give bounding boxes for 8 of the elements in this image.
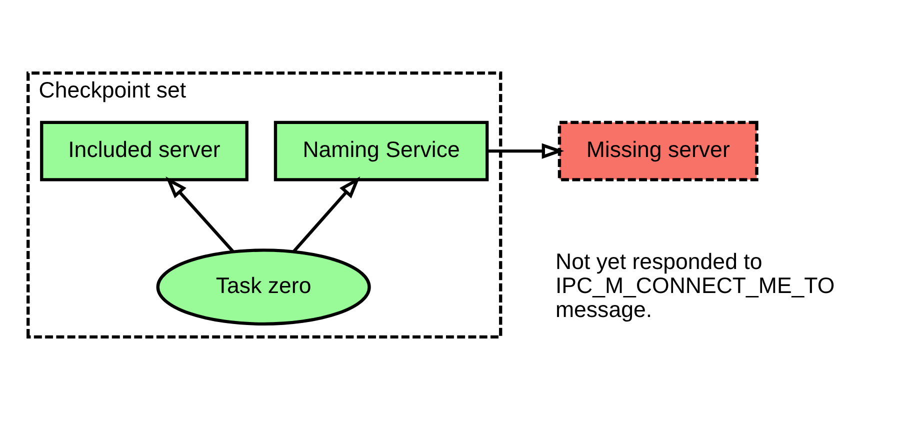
node-box: Missing server [558,120,758,182]
arrow [166,176,234,252]
arrow [487,143,564,159]
arrow [292,176,360,252]
node-box: Included server [40,120,248,182]
node-label: Not yet responded to IPC_M_CONNECT_ME_TO message. [556,249,835,322]
node-box: Naming Service [274,120,489,182]
node-ellipse: Task zero [156,248,371,326]
